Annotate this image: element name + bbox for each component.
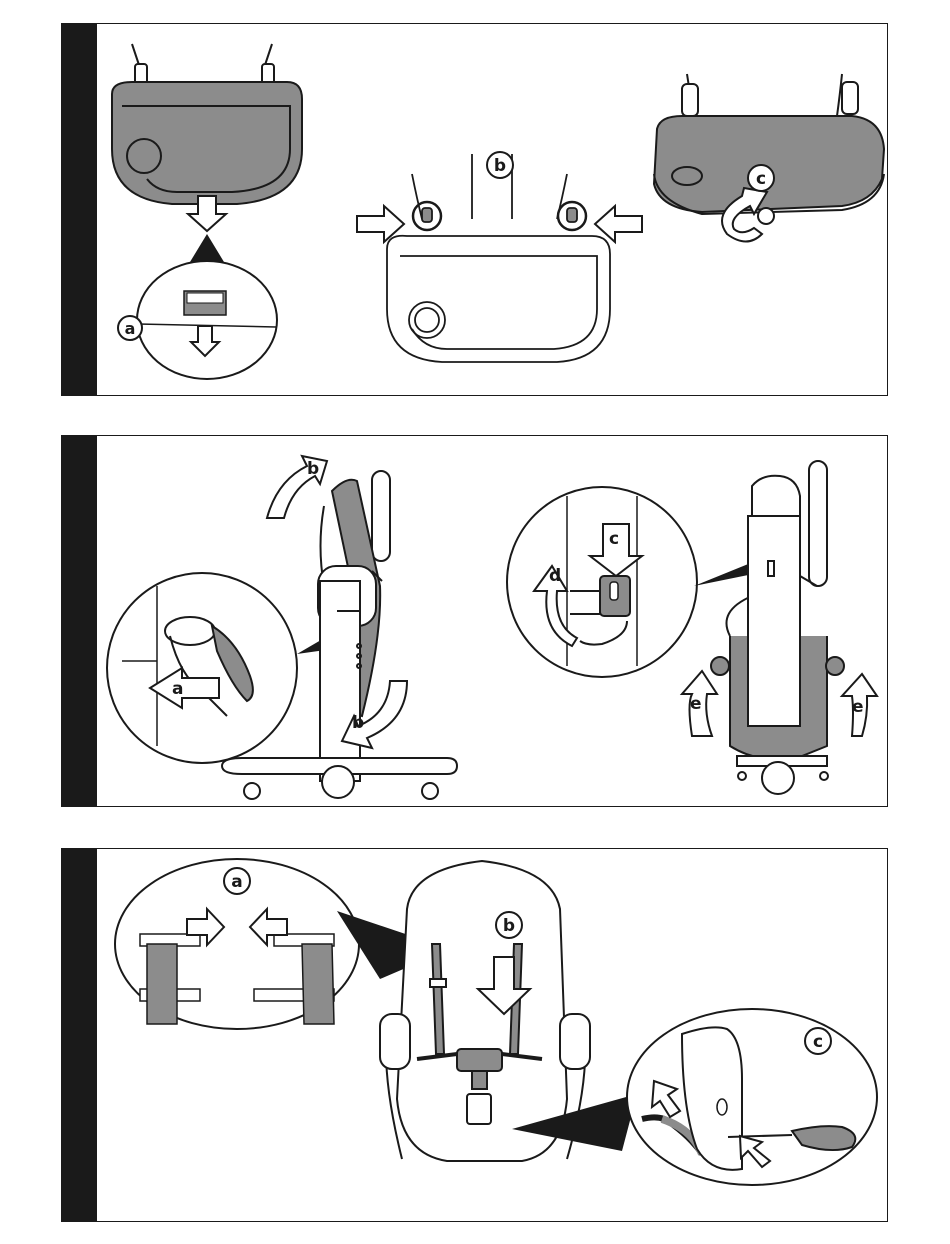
- harness-illustration: a b: [62, 849, 889, 1223]
- callout-label-c: c: [609, 529, 619, 549]
- seat-adjust-illustration: a b b: [62, 436, 889, 808]
- step-panel-2: a b b: [61, 435, 888, 807]
- left-arrow-icon: [595, 206, 642, 242]
- zoom-bubble-c: [627, 1009, 877, 1185]
- callout-label-b: b: [496, 912, 522, 938]
- svg-text:c: c: [813, 1032, 823, 1052]
- svg-text:a: a: [125, 319, 136, 338]
- tray-outline-middle: [387, 154, 610, 362]
- callout-label-a: a: [224, 868, 250, 894]
- callout-label-a: a: [172, 679, 183, 699]
- step-panel-1: a b: [61, 23, 888, 396]
- step-panel-3: a b: [61, 848, 888, 1222]
- zoom-bubble-a: [107, 573, 297, 763]
- callout-label-b-top: b: [307, 459, 319, 479]
- callout-label-d: d: [549, 566, 561, 586]
- tray-top-view-left: [112, 44, 302, 204]
- svg-text:b: b: [503, 916, 515, 936]
- callout-label-e-left: e: [690, 694, 702, 714]
- callout-label-c: c: [748, 165, 774, 191]
- tray-angled-right: [654, 74, 884, 224]
- highchair-back-view: [711, 461, 844, 794]
- svg-text:b: b: [494, 156, 506, 176]
- zoom-bubble-c-d: [507, 487, 697, 677]
- callout-label-b-bottom: b: [352, 713, 364, 733]
- callout-label-b: b: [487, 152, 513, 178]
- svg-text:a: a: [231, 872, 242, 892]
- svg-text:c: c: [756, 169, 766, 189]
- callout-label-e-right: e: [852, 697, 864, 717]
- tray-removal-illustration: a b: [62, 24, 889, 397]
- callout-label-c: c: [805, 1028, 831, 1054]
- zoom-pointer-a: [190, 234, 224, 262]
- zoom-bubble-a: [137, 261, 277, 379]
- callout-label-a: a: [118, 316, 142, 340]
